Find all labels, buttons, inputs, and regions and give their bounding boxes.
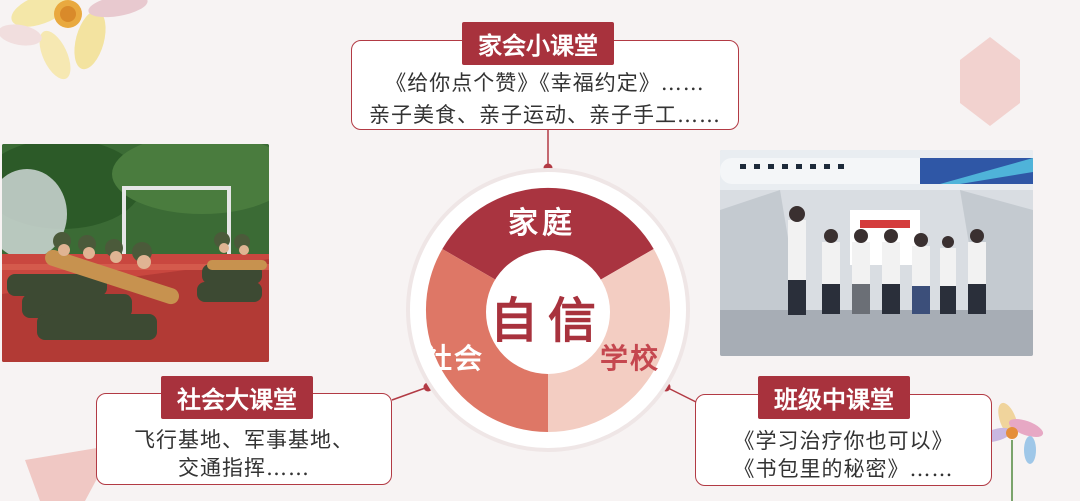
class-class-title: 班级中课堂 bbox=[758, 376, 910, 419]
segment-label-school: 学校 bbox=[600, 342, 661, 375]
class-class-line2: 《书包里的秘密》…… bbox=[733, 457, 954, 481]
flower-decoration-icon bbox=[0, 0, 148, 80]
society-class-title: 社会大课堂 bbox=[161, 376, 313, 419]
segment-label-society: 社会 bbox=[424, 342, 485, 375]
center-label-confidence: 自信 bbox=[489, 293, 606, 349]
hexagon-decoration bbox=[960, 37, 1020, 126]
society-class-line1: 飞行基地、军事基地、 bbox=[134, 428, 354, 452]
military-training-photo bbox=[2, 144, 269, 362]
triangle-decoration bbox=[25, 445, 115, 501]
center-circle bbox=[486, 250, 610, 374]
segment-family bbox=[442, 187, 654, 310]
flower-decoration-icon bbox=[980, 402, 1044, 501]
class-class-line1: 《学习治疗你也可以》 bbox=[733, 429, 954, 453]
aviation-base-photo bbox=[720, 150, 1033, 356]
family-class-title: 家会小课堂 bbox=[462, 22, 614, 65]
family-class-line1: 《给你点个赞》《幸福约定》…… bbox=[385, 71, 705, 95]
family-class-line2: 亲子美食、亲子运动、亲子手工…… bbox=[369, 103, 721, 127]
segment-label-family: 家庭 bbox=[508, 206, 576, 241]
society-class-line2: 交通指挥…… bbox=[178, 456, 310, 480]
